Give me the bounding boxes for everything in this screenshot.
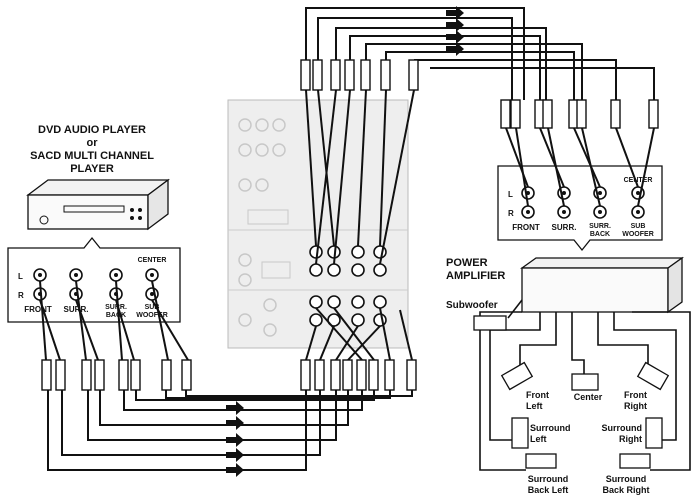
surround-right-speaker [645, 417, 663, 449]
speakers [473, 315, 670, 469]
front-right-label-1: Front [624, 390, 647, 400]
output-plugs [300, 59, 659, 129]
center-label: Center [574, 392, 603, 402]
input-cables [39, 280, 413, 471]
player-title-3: SACD MULTI CHANNEL [30, 150, 154, 162]
amp-surrback-label-2: BACK [590, 231, 610, 238]
front-right-label-2: Right [624, 401, 647, 411]
player-l-label: L [18, 272, 23, 281]
surround-back-right-label-1: Surround [606, 474, 647, 484]
player-output-panel [7, 236, 181, 323]
amp-surr-label: SURR. [552, 223, 577, 232]
player-surr-label: SURR. [64, 305, 89, 314]
surround-right-label-2: Right [619, 434, 642, 444]
surround-back-left-speaker [525, 453, 557, 469]
player-sub-label-1: SUB [145, 304, 160, 311]
front-left-label-1: Front [526, 390, 549, 400]
output-arrows [446, 6, 464, 56]
player-title-2: or [87, 137, 99, 149]
player-title-4: PLAYER [70, 163, 114, 175]
player-front-label: FRONT [24, 305, 52, 314]
player-surrback-label-2: BACK [106, 312, 126, 319]
surround-right-label-1: Surround [602, 423, 643, 433]
amp-center-label: CENTER [624, 177, 653, 184]
center-speaker [571, 373, 599, 391]
subwoofer-speaker [473, 315, 507, 331]
surround-left-label-1: Surround [530, 423, 571, 433]
player-r-label: R [18, 291, 24, 300]
surround-back-left-label-1: Surround [528, 474, 569, 484]
output-cables [305, 7, 655, 265]
player-sub-label-2: WOOFER [136, 312, 168, 319]
amp-sub-label-2: WOOFER [622, 231, 654, 238]
surround-back-right-label-2: Back Right [602, 485, 649, 495]
amp-surrback-label-1: SURR. [589, 223, 611, 230]
subwoofer-label: Subwoofer [446, 300, 498, 311]
power-amp-title-1: POWER [446, 257, 488, 269]
player-surrback-label-1: SURR. [105, 304, 127, 311]
surround-left-speaker [511, 417, 529, 449]
front-left-speaker [500, 361, 534, 391]
front-right-speaker [636, 361, 670, 391]
surround-back-right-speaker [619, 453, 651, 469]
power-amplifier [519, 256, 685, 314]
amp-r-label: R [508, 209, 514, 218]
surround-left-label-2: Left [530, 434, 547, 444]
surround-back-left-label-2: Back Left [528, 485, 569, 495]
front-left-label-2: Left [526, 401, 543, 411]
receiver-jacks [309, 245, 387, 327]
speaker-wires [479, 299, 691, 471]
dvd-player-device [26, 178, 170, 231]
amp-l-label: L [508, 190, 513, 199]
player-center-label: CENTER [138, 257, 167, 264]
player-title-1: DVD AUDIO PLAYER [38, 124, 146, 136]
input-arrows [226, 401, 244, 477]
amp-sub-label-1: SUB [631, 223, 646, 230]
power-amp-title-2: AMPLIFIER [446, 270, 505, 282]
input-plugs [41, 359, 417, 391]
amp-front-label: FRONT [512, 223, 540, 232]
